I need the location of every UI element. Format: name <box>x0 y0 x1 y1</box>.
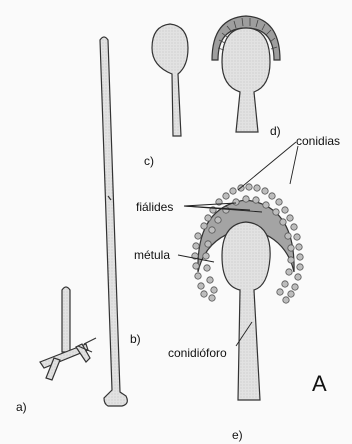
panel-d-vesicle-with-phialides <box>212 16 280 132</box>
panel-a-hypha <box>40 287 96 380</box>
label-metula: métula <box>134 248 170 262</box>
panel-label-d: d) <box>270 124 281 138</box>
panel-label-c: c) <box>144 154 154 168</box>
panel-e-conidial-head <box>192 184 303 400</box>
label-fialides: fiálides <box>136 200 173 214</box>
panel-c-vesicle <box>152 24 188 136</box>
label-conidioforo: conidióforo <box>168 346 227 360</box>
panel-label-a: a) <box>16 400 27 414</box>
label-conidias: conidias <box>296 134 340 148</box>
panel-b-conidiophore <box>100 37 127 406</box>
figure-letter: A <box>312 372 327 396</box>
panel-label-e: e) <box>232 428 243 442</box>
panel-label-b: b) <box>130 332 141 346</box>
